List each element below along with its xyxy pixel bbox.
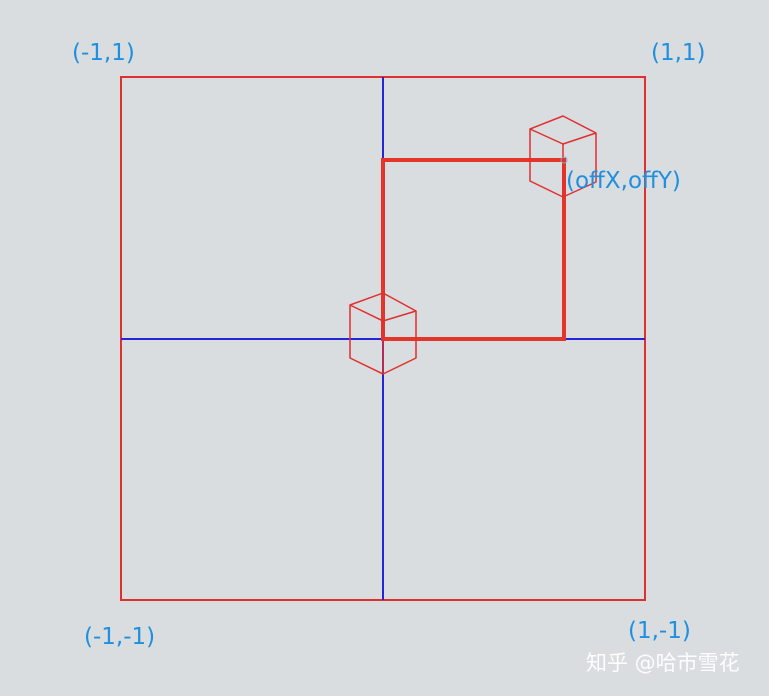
label-offset-point: (offX,offY) <box>566 168 681 194</box>
center-cube-icon <box>349 292 417 375</box>
label-top-left: (-1,1) <box>72 40 135 66</box>
offset-rectangle <box>381 158 566 341</box>
label-top-right: (1,1) <box>651 40 706 66</box>
label-bottom-left: (-1,-1) <box>84 624 155 650</box>
label-bottom-right: (1,-1) <box>628 618 691 644</box>
offset-point-marker <box>560 156 568 164</box>
offset-cube-icon <box>529 115 597 198</box>
watermark-text: 知乎 @哈市雪花 <box>586 651 740 675</box>
